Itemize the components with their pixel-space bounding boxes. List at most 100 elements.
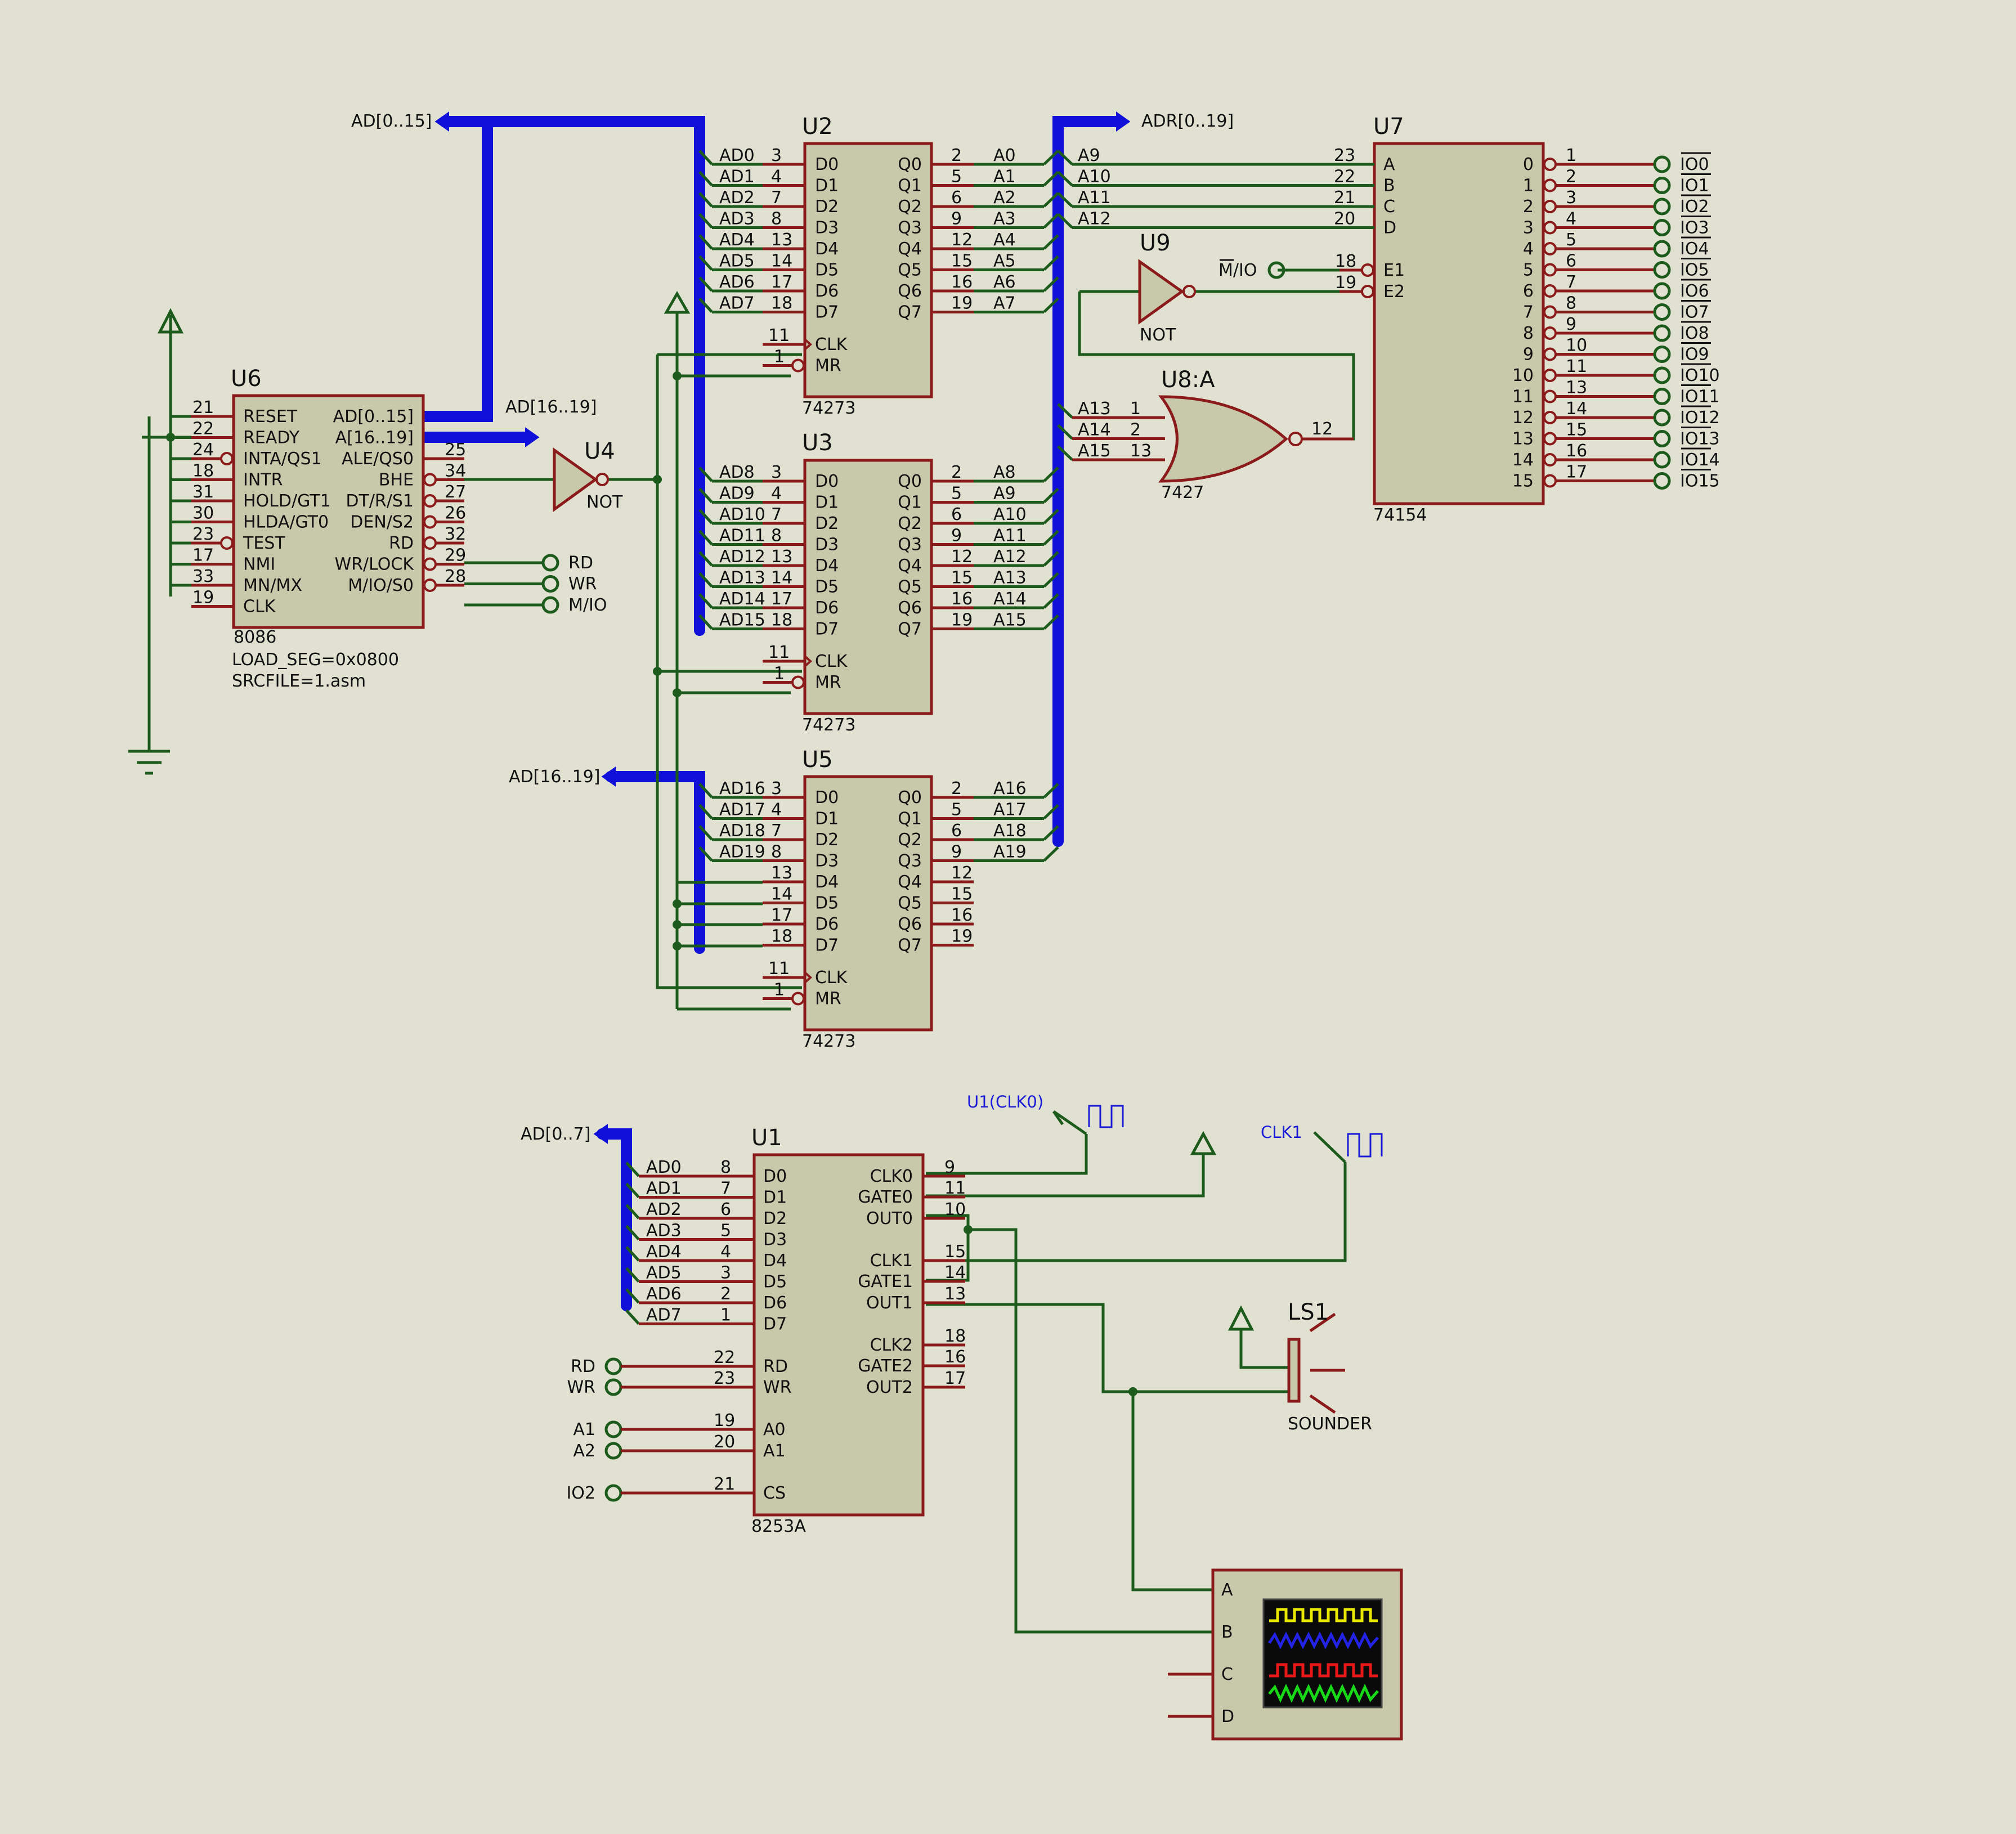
latch-q-label: Q4 [898,556,922,576]
u7-out-label: IO6 [1680,281,1709,301]
u6-pin-num: 18 [192,461,214,481]
u1-ctl-label: CS [763,1483,786,1503]
u1-d-label: D4 [763,1251,787,1271]
u6-pin-num: 24 [192,440,214,460]
scope-trace-a [1269,1608,1378,1622]
u7-out-num: 10 [1512,366,1534,385]
latch-q-label: Q7 [898,936,922,956]
u6-pin-num: 19 [192,588,214,608]
u6-inv-bubble [423,473,437,487]
u7-out-bubble [1543,221,1557,235]
u7-out-label: IO5 [1680,261,1709,280]
u7-out-label: IO15 [1680,472,1720,491]
u7-out-num: 2 [1523,197,1534,217]
clk1-generator-icon [1313,1131,1383,1163]
scope-ch-label: C [1221,1665,1233,1684]
latch-in-label: AD4 [719,230,755,250]
terminal-label-wr: WR [568,575,597,594]
latch-out-label: A3 [993,209,1016,229]
latch-d-label: D1 [815,809,839,829]
u7-en-label: E1 [1383,261,1405,280]
u7-out-num: 3 [1523,218,1534,238]
terminal-mio2 [541,596,559,614]
latch-d-label: D3 [815,218,839,238]
u1-d-label: D5 [763,1272,787,1292]
u7-out-label: IO4 [1680,239,1709,259]
bus-entry [1043,276,1059,292]
u7-out-num: 9 [1523,345,1534,365]
bus-entry [1043,213,1059,229]
bus-entry [625,1288,640,1304]
terminal-wr [541,575,559,593]
u7-out-bubble [1543,474,1557,488]
latch-d-label: D6 [815,598,839,618]
u8-ref: U8:A [1161,367,1215,393]
u7-out-pinnum: 14 [1566,399,1587,419]
u8-in-addr: A13 [1078,399,1111,419]
latch-mr-label: MR [815,356,841,376]
u8-in-num: 13 [1130,441,1152,461]
latch-in-label: AD8 [719,463,755,482]
u1-d-label: D3 [763,1230,787,1250]
u6-inv-bubble [220,452,234,465]
latch-q-num: 9 [951,842,962,862]
u7-out-num: 11 [1512,387,1534,407]
u1-ctl-term-label: IO2 [566,1483,595,1503]
u1-ref: U1 [751,1125,782,1151]
latch-in-label: AD12 [719,547,765,567]
latch-d-num: 7 [771,505,782,524]
latch-out-label: A17 [993,800,1027,820]
u7-ref: U7 [1373,114,1404,140]
bus-entry [1057,171,1073,187]
latch-q-label: Q5 [898,894,922,913]
u1-ctl-label: A0 [763,1420,786,1440]
u6-pin-num: 34 [445,461,466,481]
latch-in-label: AD6 [719,272,755,292]
latch-in-label: AD15 [719,611,765,630]
u7-out-num: 1 [1523,176,1534,196]
latch-d-label: D1 [815,176,839,196]
u7-in-num: 22 [1334,167,1355,187]
latch-d-label: D0 [815,788,839,808]
u8-in-num: 1 [1130,399,1141,419]
bus-entry [1057,150,1073,165]
u1-right-label: GATE1 [858,1272,913,1292]
u7-out-terminal [1653,366,1671,384]
bus-entry [1057,445,1073,461]
latch-in-label: AD2 [719,188,755,208]
u6-pin-label: INTA/QS1 [243,449,322,469]
u1-right-num: 11 [944,1178,966,1198]
u1-d-label: D1 [763,1188,787,1208]
u7-out-bubble [1543,347,1557,361]
u7-out-label: IO8 [1680,324,1709,343]
latch-q-num: 19 [951,611,973,630]
latch-out-label: A11 [993,526,1027,546]
u1-ctl-label: A1 [763,1441,786,1461]
u1-right-label: GATE0 [858,1187,913,1207]
u1-d-num: 5 [720,1221,731,1241]
bus-entry [698,192,713,208]
bus-entry [698,467,713,482]
latch-clk-label: CLK [815,335,848,355]
u1-right-num: 18 [944,1326,966,1346]
u7-out-num: 4 [1523,239,1534,259]
u7-out-bubble [1543,453,1557,467]
u6-pin-label: NMI [243,555,275,575]
latch-out-label: A14 [993,589,1027,609]
u7-out-label: IO10 [1680,366,1720,385]
u7-out-bubble [1543,200,1557,213]
latch-q-num: 16 [951,589,973,609]
latch-clk-edge [804,655,812,667]
u7-out-pinnum: 10 [1566,336,1587,356]
label-ad16-19-top: AD[16..19] [505,397,597,417]
u7-in-label: B [1383,176,1395,196]
u4-ref: U4 [584,438,615,464]
u1-right-label: CLK2 [870,1335,913,1355]
u6-pin-num: 25 [445,440,466,460]
latch-d-num: 17 [771,905,792,925]
bus-entry [1043,572,1059,588]
latch-q-label: Q1 [898,176,922,196]
u4-part: NOT [586,492,623,512]
u7-en-bubble [1361,285,1374,298]
latch-q-label: Q0 [898,472,922,491]
